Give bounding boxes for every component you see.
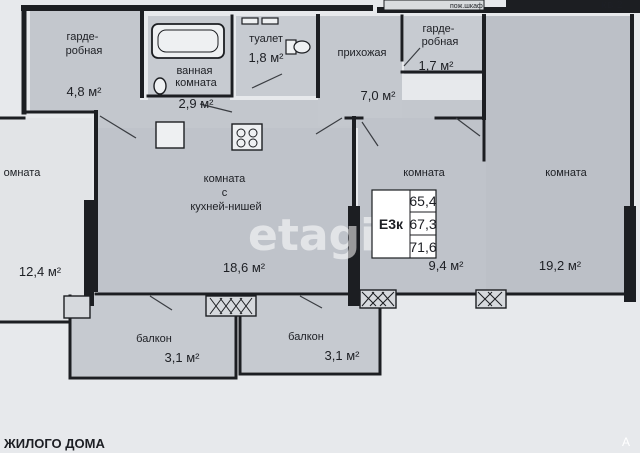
wardrobe-left-name-l2: робная [66,45,103,57]
wall-markers [84,0,640,306]
right-thick-wall [624,206,636,302]
window-left [63,295,91,319]
room-right-name: комната [545,167,587,179]
room-left-area: 12,4 м² [19,264,62,279]
top-right-band [506,0,640,10]
fire-cabinet-label: пож.шкаф [450,3,483,10]
balcony-left-outline [68,294,238,380]
wardrobe-right-name-l2: робная [422,36,459,48]
fire-cabinet-box [383,0,485,11]
room-left-floor [0,118,92,322]
apartment-number-label: кв.2 [601,0,622,11]
room-middle-area: 9,4 м² [429,258,465,273]
middle-thick-wall [348,206,360,306]
bathroom-name-l2: комната [175,77,217,89]
door-toilet [251,73,283,89]
windows [63,289,507,319]
toilet-name: туалет [249,33,283,45]
doors [99,47,481,311]
stove-burner-1-icon [236,128,246,138]
kitchen-room-name-l3: кухней-нишей [190,201,261,213]
room-left-name: омната [4,167,42,179]
stove-burner-4-icon [248,138,258,148]
wardrobe-right-area: 1,7 м² [419,58,455,73]
balcony-left-name: балкон [136,333,172,345]
room-labels: гарде- робная 4,8 м² ванная комната 2,9 … [4,23,588,365]
balcony-right-area: 3,1 м² [325,348,361,363]
door-balcony-left [149,295,173,311]
toilet-area: 1,8 м² [249,50,285,65]
stove-burner-2-icon [248,128,258,138]
watermark: etagi [248,210,375,261]
window-kitchen-hatch [209,297,253,315]
window-right-hatch [477,291,503,307]
fixtures [151,0,485,151]
wardrobe-right-name-l1: гарде- [422,23,454,35]
balcony-right-name: балкон [288,331,324,343]
apartment-code: Е3к [379,216,404,232]
bathtub-inner [157,29,219,53]
balcony-left-area: 3,1 м² [165,350,201,365]
hallway-area: 7,0 м² [361,88,397,103]
window-right [475,289,507,309]
hallway-name: прихожая [337,47,386,59]
footer-caption: ЖИЛОГО ДОМА [3,436,105,451]
kitchen-room-floor [98,128,352,294]
left-thick-wall [84,200,94,306]
door-bathroom [199,103,233,113]
kitchen-room-area: 18,6 м² [223,260,266,275]
window-kitchen [205,295,257,317]
window-middle-hatch [361,291,395,307]
apartment-area-2: 67,3 [409,216,436,232]
toilet-sink-right-icon [261,17,279,25]
kitchen-room-name: комната с кухней-нишей [190,173,261,213]
hallway-floor [318,16,402,126]
apartment-tag-box [371,189,437,259]
door-kitchen [315,117,343,135]
door-wardrobe-right [403,47,421,67]
toilet-floor [236,16,318,96]
toilet-bowl-icon [293,40,311,54]
wardrobe-left-floor [30,8,140,112]
room-middle-name: комната [403,167,445,179]
corner-letter: А [622,435,630,449]
wardrobe-right-name: гарде- робная [422,23,459,48]
bathroom-name: ванная комната [175,65,217,89]
door-wardrobe-left [99,115,137,139]
window-middle [359,289,397,309]
kitchen-room-name-l2: с [222,187,228,199]
room-right-area: 19,2 м² [539,258,582,273]
floor-fills [0,8,632,376]
room-right-floor [486,16,632,294]
wardrobe-right-floor [404,16,484,74]
stove-burner-3-icon [236,138,246,148]
wardrobe-left-name-l1: гарде- [66,31,98,43]
balcony-right-floor [240,296,380,372]
kitchen-sink-icon [155,121,185,149]
toilet-sink-left-icon [241,17,259,25]
bathroom-area: 2,9 м² [179,96,215,111]
door-right-room [455,117,481,137]
wardrobe-left-area: 4,8 м² [67,84,103,99]
apartment-tag: Е3к 65,4 67,3 71,6 [371,189,437,259]
kitchen-room-name-l1: комната [204,173,246,185]
sink-bathroom-icon [153,77,167,95]
door-balcony [299,295,323,309]
apartment-area-1: 65,4 [409,193,436,209]
balcony-right-outline [238,294,382,376]
door-middle-room [361,121,379,147]
stove-icon [231,123,263,151]
wardrobe-left-name: гарде- робная [66,31,103,57]
bathroom-name-l1: ванная [176,65,212,77]
apartment-area-3: 71,6 [409,239,436,255]
